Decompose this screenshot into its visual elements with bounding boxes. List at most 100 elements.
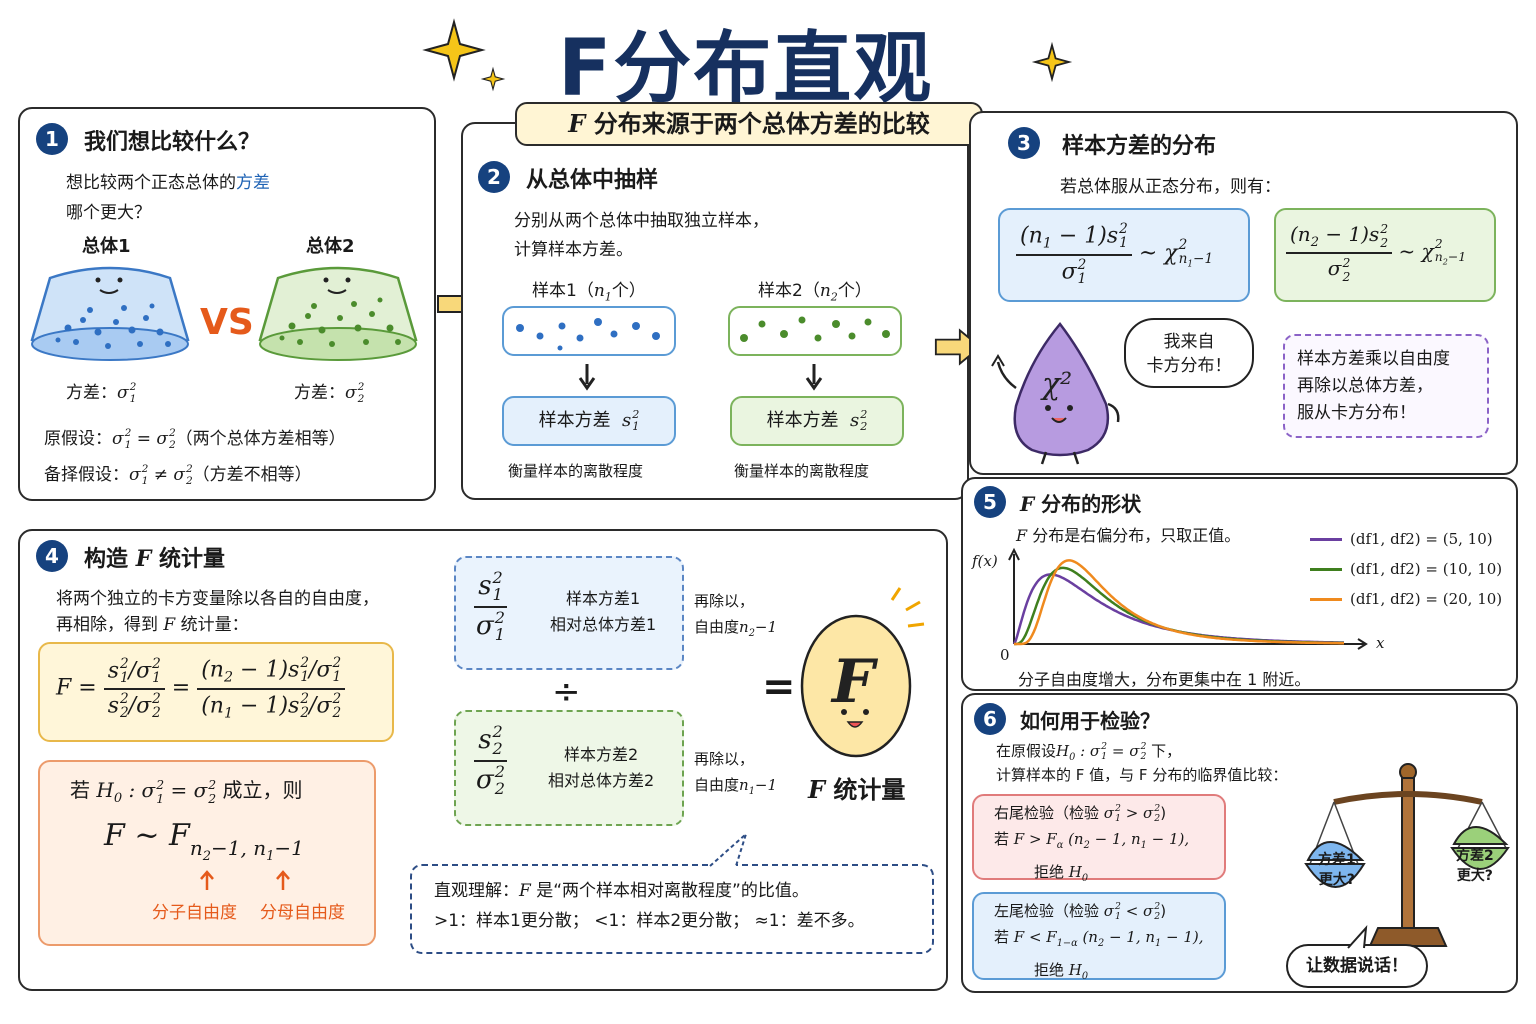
let-data-speak-bubble: 让数据说话！: [1286, 944, 1428, 988]
intuit-2: >1：样本1更分散； <1：样本2更分散； ≈1：差不多。: [434, 911, 865, 931]
intuition-box: 直观理解：F 是“两个样本相对离散程度”的比值。>1：样本1更分散； <1：样本…: [410, 864, 934, 954]
density-curve-1: [1012, 573, 1344, 645]
arrow-up-icon: [200, 870, 214, 890]
sample-1-title: 样本1（n1个）: [532, 281, 646, 304]
caption-2: 衡量样本的离散程度: [734, 462, 870, 480]
shape-description: F 分布是右偏分布，只取正值。: [1016, 526, 1241, 545]
density-curve-3: [1014, 559, 1344, 646]
speech-tail: [709, 830, 749, 867]
cond-a: 若: [70, 778, 90, 802]
title-a: 构造: [84, 547, 129, 572]
f-egg-mascot: F: [800, 587, 925, 758]
rel-1b: 相对总体方差1: [550, 615, 657, 634]
arrow-up-icon: [276, 870, 290, 890]
population-1-label: 总体1: [82, 236, 131, 257]
sample-1-text: 样本1（: [532, 281, 594, 301]
panel-title: F 分布的形状: [1020, 492, 1142, 516]
denominator-df-label: 分母自由度: [260, 903, 345, 923]
null-note: （两个总体方差相等）: [175, 429, 346, 449]
svg-text:χ²: χ²: [1040, 367, 1072, 402]
mascot-speech-bubble: 我来自卡方分布！: [1124, 318, 1254, 388]
vs-label: VS: [200, 302, 254, 343]
sampling-line-1: 分别从两个总体中抽取独立样本，: [514, 211, 769, 231]
note-line: 样本方差乘以自由度: [1297, 349, 1450, 369]
legend-swatch: [1310, 597, 1342, 601]
legend-swatch: [1310, 567, 1342, 571]
test-intro-2: 计算样本的 F 值，与 F 分布的临界值比较：: [996, 766, 1288, 784]
sampling-line-2: 计算样本方差。: [514, 240, 633, 260]
title-f: F: [135, 546, 152, 572]
intro-line: 想比较两个正态总体的方差: [66, 168, 270, 193]
rel-2a: 样本方差2: [564, 745, 639, 764]
banner-text: 分布来源于两个总体方差的比较: [593, 110, 930, 138]
panel-title: 构造 F 统计量: [84, 541, 225, 573]
arrow-down-icon: [578, 364, 596, 391]
caption-1: 衡量样本的离散程度: [508, 462, 644, 480]
div-1a: 再除以，: [694, 592, 755, 610]
note-line: 再除以总体方差，: [1297, 376, 1433, 396]
shape-line: 分布是右偏分布，只取正值。: [1032, 526, 1241, 545]
legend-swatch: [1310, 537, 1342, 541]
legend-label: (df1, df2) = (20, 10): [1350, 590, 1503, 608]
bubble-line-2: 卡方分布！: [1146, 356, 1232, 376]
scale1b: 更大?: [1318, 872, 1355, 888]
panel-title: 我们想比较什么？: [84, 130, 261, 155]
y-axis: [1008, 547, 1020, 644]
step-number: 5: [974, 486, 1006, 518]
page-title: F分布直观: [558, 24, 934, 114]
intro-text: 想比较两个正态总体的: [66, 173, 236, 193]
f-formula-box: [38, 642, 394, 742]
population-2-pot: [258, 266, 418, 361]
intuit-1a: 直观理解：: [434, 881, 519, 901]
scale2: 方差2: [1456, 848, 1494, 864]
numerator-df-label: 分子自由度: [152, 903, 237, 923]
step-number: 3: [1008, 127, 1040, 159]
title-b: 统计量: [158, 547, 225, 572]
speech-tail: [1347, 925, 1368, 949]
alt-label: 备择假设：: [44, 465, 129, 485]
scale-right-label: 方差2 更大?: [1456, 846, 1494, 886]
null-label: 原假设：: [44, 429, 112, 449]
variance-label: 样本方差: [766, 410, 839, 431]
left-title: 左尾检验（检验: [994, 902, 1100, 920]
variance-word: 方差: [236, 173, 270, 193]
legend-item: (df1, df2) = (20, 10): [1310, 584, 1510, 614]
panel-f-shape: [961, 477, 1518, 691]
origin-label: 0: [1000, 646, 1010, 664]
sparkle-icon: [480, 66, 506, 92]
f-density-chart: [1008, 547, 1368, 650]
x-axis-label: x: [1376, 634, 1385, 652]
alt-note: （方差不相等）: [192, 465, 312, 485]
line2a: 再相除，得到: [56, 615, 158, 635]
scale2b: 更大?: [1456, 868, 1493, 884]
rel-1a: 样本方差1: [566, 589, 641, 608]
banner: F 分布来源于两个总体方差的比较: [515, 102, 983, 146]
unit-text: 个）: [837, 281, 872, 301]
intro-line-2: 哪个更大？: [66, 203, 151, 223]
construct-line-1: 将两个独立的卡方变量除以各自的自由度，: [56, 589, 379, 609]
reject-label: 拒绝: [1034, 961, 1065, 979]
right-title: 右尾检验（检验: [994, 804, 1100, 822]
bubble-line-1: 我来自: [1163, 332, 1215, 352]
legend-label: (df1, df2) = (10, 10): [1350, 560, 1503, 578]
panel-title: 样本方差的分布: [1062, 134, 1217, 159]
banner-f: F: [568, 109, 586, 138]
sample-2-text: 样本2（: [758, 281, 820, 301]
legend-item: (df1, df2) = (10, 10): [1310, 554, 1510, 584]
shape-footer: 分子自由度增大，分布更集中在 1 附近。: [1018, 670, 1311, 689]
ratio-1-box: [454, 556, 684, 670]
sample-1-dots: [502, 306, 676, 356]
panel-title: 从总体中抽样: [526, 168, 659, 193]
variance-label: 样本方差: [538, 410, 611, 431]
